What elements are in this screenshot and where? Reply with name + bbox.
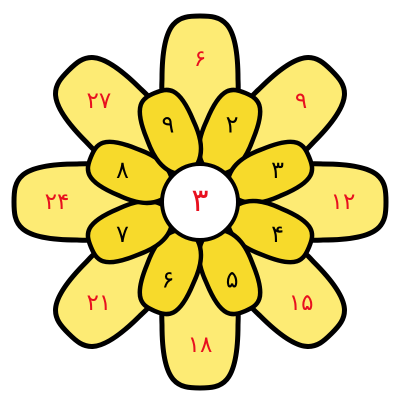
inner-petal-number: ۸ (116, 156, 129, 184)
outer-petal-number: ۶ (194, 46, 206, 72)
inner-petal-number: ۵ (226, 266, 239, 294)
outer-petal-number: ۲۱ (87, 290, 112, 316)
outer-petal-number: ۱۵ (289, 290, 314, 316)
inner-petal-number: ۴ (271, 220, 284, 248)
outer-petal-number: ۲۷ (87, 88, 112, 114)
outer-petal-number: ۱۸ (188, 332, 213, 358)
inner-petal-number: ۶ (161, 266, 174, 294)
outer-petal-number: ۲۴ (45, 189, 70, 215)
inner-petal-number: ۳ (271, 156, 284, 184)
inner-petal-number: ۲ (226, 110, 239, 138)
flower-center: ۳ (162, 164, 238, 240)
inner-petal-number: ۷ (116, 220, 129, 248)
center-number: ۳ (191, 181, 208, 219)
inner-petal-number: ۹ (161, 110, 174, 138)
outer-petal-number: ۹ (295, 88, 307, 114)
outer-petal-number: ۱۲ (331, 189, 356, 215)
